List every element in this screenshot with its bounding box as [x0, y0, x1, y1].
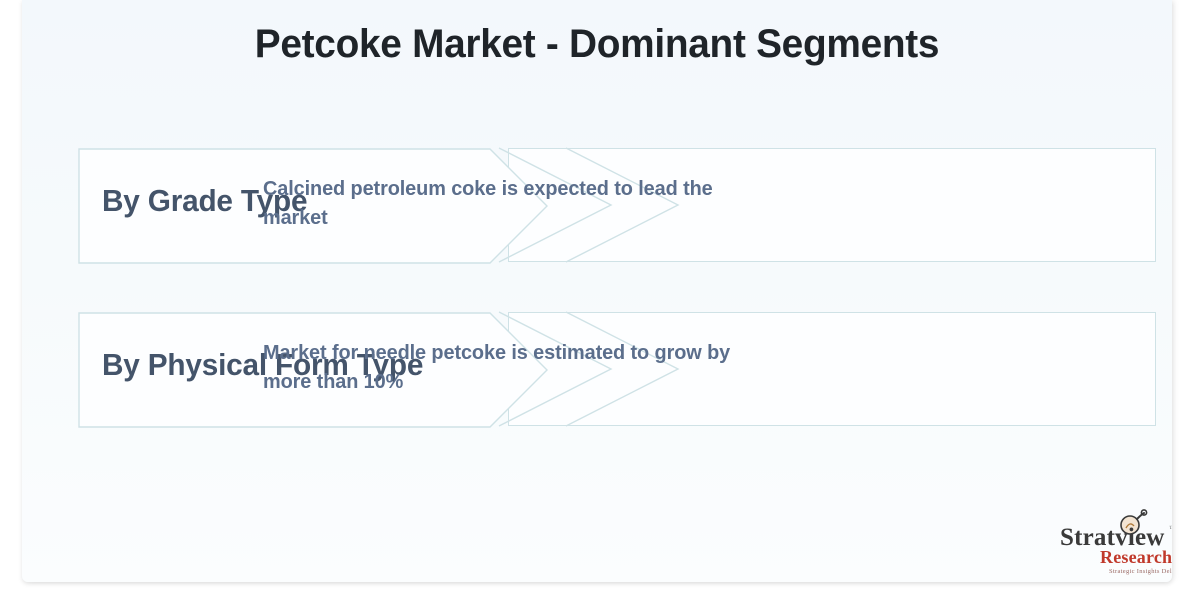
segment-row-grade-type: By Grade Type Calcined petroleum coke is… [78, 147, 1156, 264]
logo-company-name: Stratview [1060, 524, 1165, 551]
chevron-connector-icon [498, 311, 698, 427]
segment-description: Market for needle petcoke is estimated t… [263, 341, 731, 394]
page-title: Petcoke Market - Dominant Segments [254, 22, 940, 66]
segment-label: By Physical Form Type [102, 347, 424, 382]
logo-tagline: Strategic Insights Delivered [1109, 568, 1172, 575]
chevron-connector-icon [498, 147, 698, 263]
segment-description-panel [508, 148, 1156, 262]
segment-label-chevron: By Grade Type [78, 148, 558, 264]
segment-description-panel [508, 312, 1156, 426]
company-logo: Stratview ™ Research Strategic Insights … [1052, 508, 1172, 580]
segment-description: Calcined petroleum coke is expected to l… [263, 177, 713, 230]
slide-canvas: Petcoke Market - Dominant Segments By Gr… [22, 0, 1172, 582]
logo-trademark: ™ [1169, 524, 1172, 533]
segment-label-chevron: By Physical Form Type [78, 312, 558, 428]
segment-row-physical-form-type: By Physical Form Type Market for needle … [78, 311, 1156, 428]
logo-subtitle: Research [1100, 547, 1172, 567]
magnifier-icon [1118, 508, 1148, 538]
segment-label: By Grade Type [102, 183, 308, 218]
